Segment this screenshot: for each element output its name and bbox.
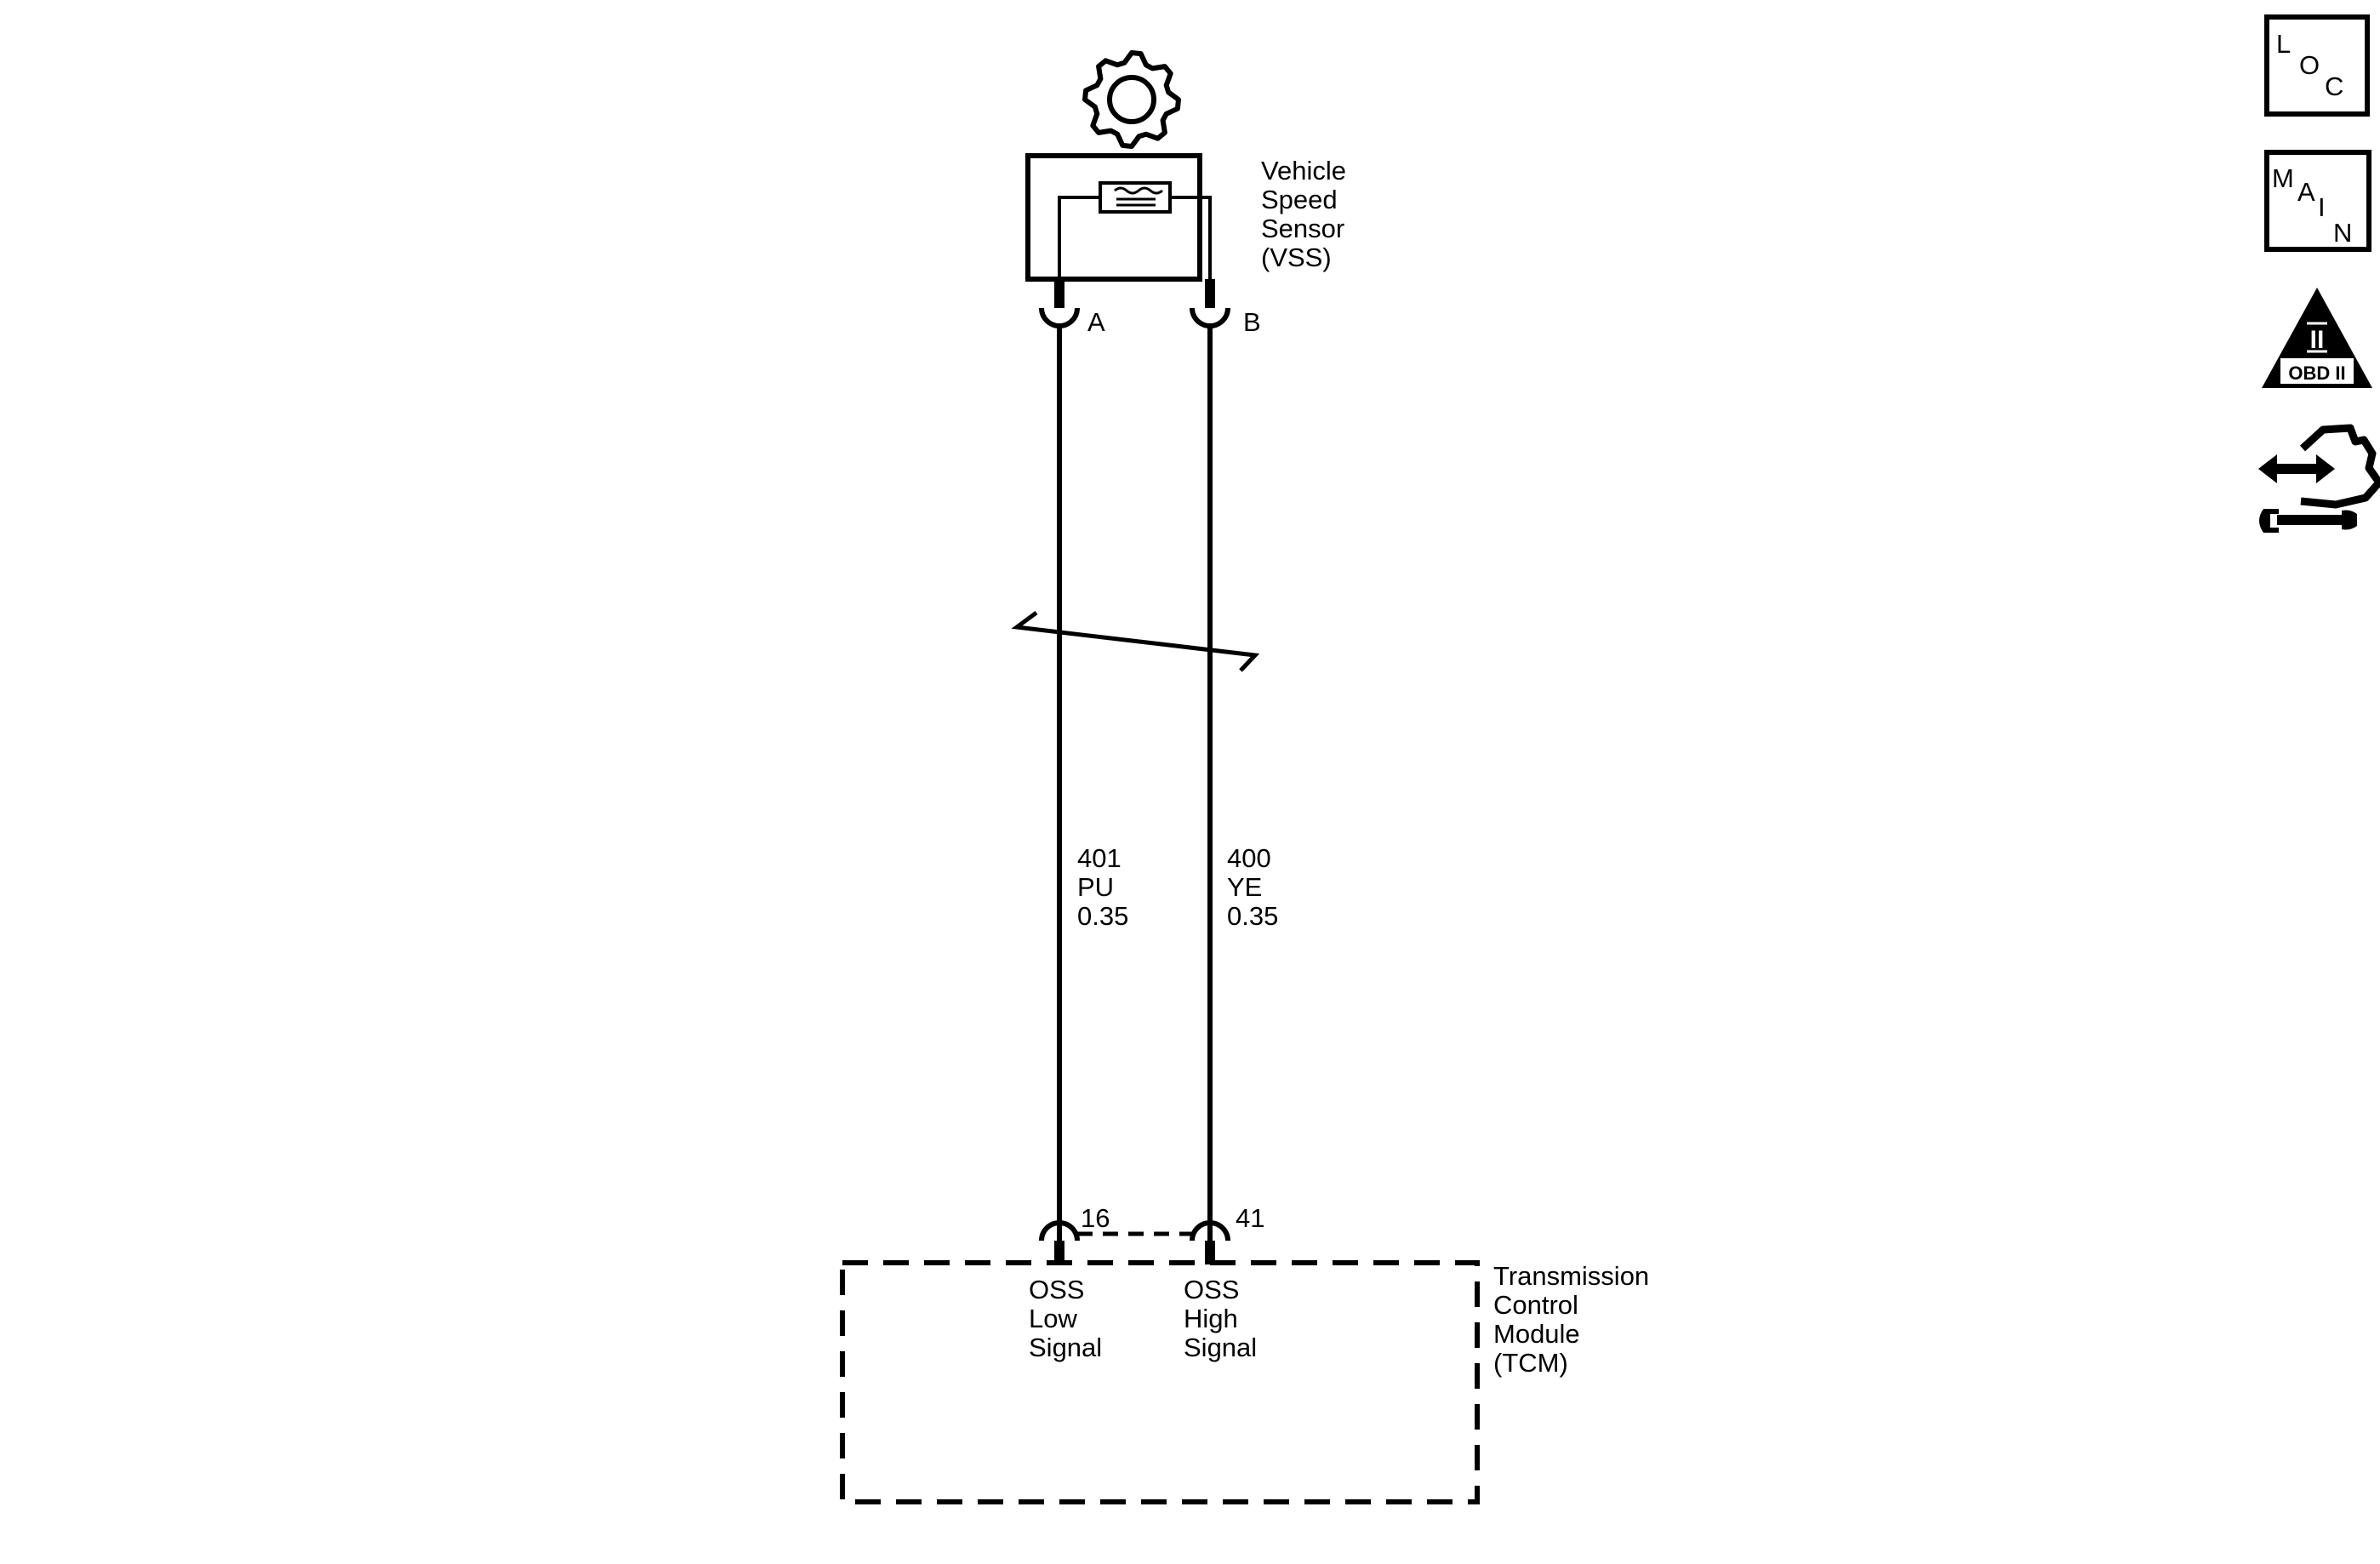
tcm-connector [1039,1220,1230,1264]
obd-label: OBD II [2288,362,2345,384]
obd-ii-button[interactable]: II OBD II [2262,288,2372,388]
tcm-label-line: Control [1493,1290,1578,1320]
wire-color: YE [1227,872,1262,902]
wire-break-symbol [1011,610,1260,672]
tcm-signal-low-label: OSS Low Signal [1029,1275,1102,1362]
tcm-signal-high-label: OSS High Signal [1184,1275,1257,1362]
main-letter: M [2272,163,2294,193]
gear-hub [1107,75,1156,124]
signal-line: OSS [1029,1275,1084,1304]
gear-outline [1082,50,1181,149]
tcm-label-line: Transmission [1493,1261,1649,1291]
wire-gauge: 0.35 [1077,901,1128,931]
tcm-box [840,1260,1480,1504]
wire-circuit: 401 [1077,843,1122,873]
main-button[interactable]: M A I N [2264,150,2371,252]
wire-gauge: 0.35 [1227,901,1278,931]
main-letter: N [2333,218,2352,248]
signal-line: High [1184,1304,1238,1333]
signal-line: Low [1029,1304,1077,1333]
wire-400-label: 400 YE 0.35 [1227,843,1278,931]
tcm-pin-41-label: 41 [1236,1203,1264,1233]
vss-label-line: Speed [1261,185,1338,214]
vss-label: Vehicle Speed Sensor (VSS) [1261,156,1354,272]
loc-letter: C [2325,71,2343,101]
wire-color: PU [1077,872,1114,902]
wire-circuit: 400 [1227,843,1271,873]
vss-label-line: (VSS) [1261,243,1332,272]
vss-pin-a-label: A [1087,307,1105,337]
tcm-pin-16-label: 16 [1081,1203,1110,1233]
main-letter: I [2318,192,2326,222]
vehicle-speed-sensor [1025,153,1230,328]
loc-letter: O [2299,50,2320,80]
connector-end-view-icon[interactable] [2258,424,2380,533]
signal-line: OSS [1184,1275,1239,1304]
location-button[interactable]: L O C [2264,14,2370,117]
loc-letter: L [2276,29,2291,59]
gear-icon [1082,50,1181,149]
main-letter: A [2297,177,2315,207]
signal-line: Signal [1184,1333,1257,1362]
tcm-label: Transmission Control Module (TCM) [1493,1261,1657,1378]
vss-label-line: Sensor [1261,214,1344,243]
tcm-label-line: (TCM) [1493,1348,1568,1378]
signal-line: Signal [1029,1333,1102,1362]
vss-pin-b-label: B [1243,307,1261,337]
tcm-label-line: Module [1493,1319,1580,1349]
obd-numeral: II [2310,326,2325,354]
vss-label-line: Vehicle [1261,156,1346,186]
wire-401-label: 401 PU 0.35 [1077,843,1128,931]
